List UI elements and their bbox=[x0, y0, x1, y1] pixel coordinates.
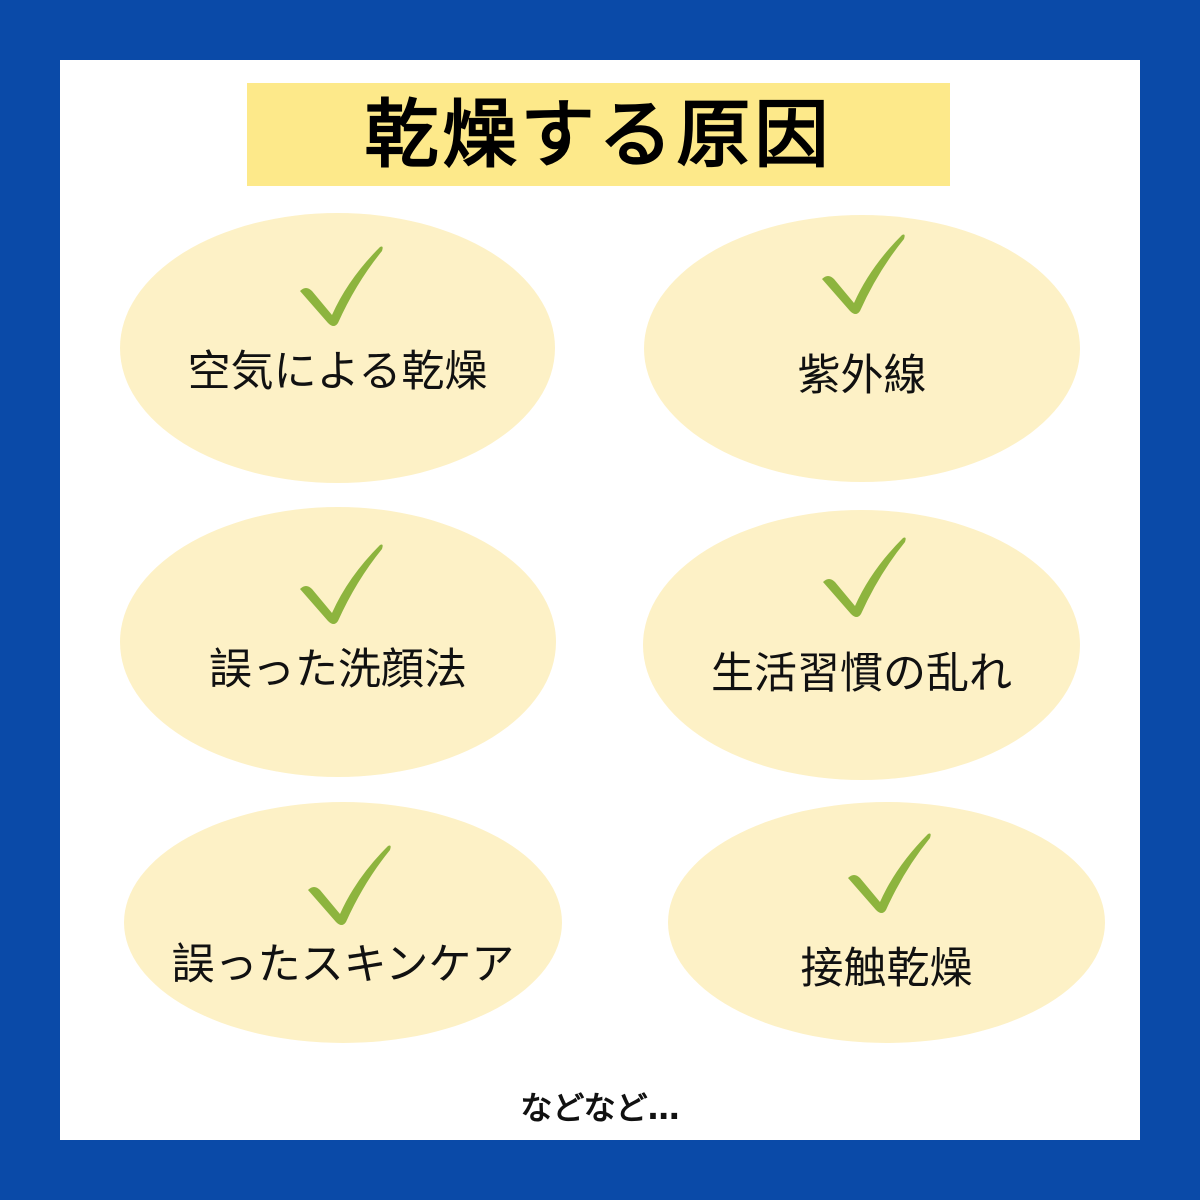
cause-bubble-wrong-skincare: 誤ったスキンケア bbox=[124, 802, 562, 1043]
page-title: 乾燥する原因 bbox=[364, 91, 833, 178]
checkmark-icon bbox=[822, 234, 905, 314]
title-banner: 乾燥する原因 bbox=[247, 83, 950, 186]
cause-bubble-uv: 紫外線 bbox=[644, 215, 1080, 482]
checkmark-icon bbox=[308, 845, 391, 925]
cause-bubble-wrong-face-washing: 誤った洗顔法 bbox=[120, 507, 556, 777]
cause-label: 誤った洗顔法 bbox=[209, 645, 467, 695]
cause-bubble-contact-dryness: 接触乾燥 bbox=[668, 802, 1105, 1043]
checkmark-icon bbox=[823, 537, 906, 617]
checkmark-icon bbox=[848, 833, 931, 913]
cause-label: 生活習慣の乱れ bbox=[711, 649, 1012, 699]
cause-bubble-air-dryness: 空気による乾燥 bbox=[120, 213, 555, 483]
cause-label: 誤ったスキンケア bbox=[171, 940, 515, 990]
checkmark-icon bbox=[300, 544, 383, 624]
cause-bubble-lifestyle: 生活習慣の乱れ bbox=[643, 510, 1080, 780]
cause-label: 空気による乾燥 bbox=[187, 347, 488, 397]
cause-label: 紫外線 bbox=[797, 351, 927, 401]
cause-label: 接触乾燥 bbox=[800, 944, 973, 994]
checkmark-icon bbox=[300, 246, 383, 326]
footer-etc-note: などなど… bbox=[520, 1089, 680, 1127]
